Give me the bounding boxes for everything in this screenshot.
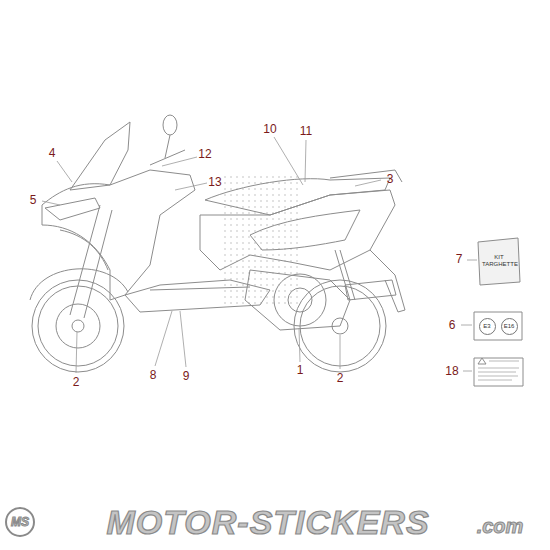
approval-mark: E16 — [501, 318, 518, 335]
leader-lines — [42, 137, 477, 373]
rear-body — [200, 190, 395, 270]
watermark: .com — [477, 516, 524, 536]
watermark: MOTOR-STICKERS — [106, 505, 429, 539]
sticker-warning — [474, 358, 523, 386]
warning-text-lines — [478, 361, 519, 380]
callout-number: 2 — [337, 372, 344, 384]
callout-number: 9 — [183, 370, 190, 382]
callout-number: 5 — [30, 194, 37, 206]
variator-cover — [274, 274, 326, 326]
sticker-homologation — [474, 312, 522, 340]
floorboard — [125, 280, 270, 312]
brake-disc — [56, 304, 100, 348]
plate-holder — [370, 250, 405, 312]
callout-number: 3 — [387, 173, 394, 185]
callout-number: 6 — [449, 319, 456, 331]
callout-number: 18 — [445, 365, 458, 377]
callout-number: 11 — [300, 125, 312, 137]
sticker-text: E16 — [504, 323, 515, 330]
exhaust — [345, 280, 396, 300]
side-panel — [250, 210, 360, 250]
engine — [245, 270, 350, 330]
handlebar — [150, 135, 185, 165]
watermark: MS — [11, 516, 29, 528]
sticker-text: E3 — [483, 323, 490, 330]
callout-number: 13 — [208, 176, 221, 188]
mirror — [163, 115, 177, 135]
callout-number: 8 — [150, 369, 157, 381]
approval-mark: E3 — [479, 318, 496, 335]
front-hub — [72, 320, 84, 332]
front-rim — [38, 286, 118, 366]
windshield — [70, 122, 130, 190]
sticker-sheet-title: KIT TARGHETTE — [480, 252, 518, 269]
headlight — [45, 198, 100, 220]
front-fairing — [42, 170, 195, 300]
sticker-kit-sheet — [478, 238, 520, 285]
fairing-line — [60, 230, 108, 270]
sticker-text: KIT TARGHETTE — [482, 254, 516, 267]
callout-number: 1 — [297, 364, 304, 376]
dot-texture — [222, 175, 302, 305]
front-fender — [30, 269, 128, 300]
callout-number: 12 — [198, 148, 211, 160]
rear-shock — [335, 250, 355, 300]
callout-number: 2 — [73, 376, 80, 388]
callout-number: 10 — [263, 123, 276, 135]
logo-ring — [6, 508, 34, 536]
seat — [205, 178, 390, 215]
floor-line — [150, 287, 250, 290]
variator-hub — [288, 288, 312, 312]
callout-number: 4 — [49, 147, 56, 159]
callout-number: 7 — [456, 253, 463, 265]
warning-triangle — [478, 358, 486, 364]
